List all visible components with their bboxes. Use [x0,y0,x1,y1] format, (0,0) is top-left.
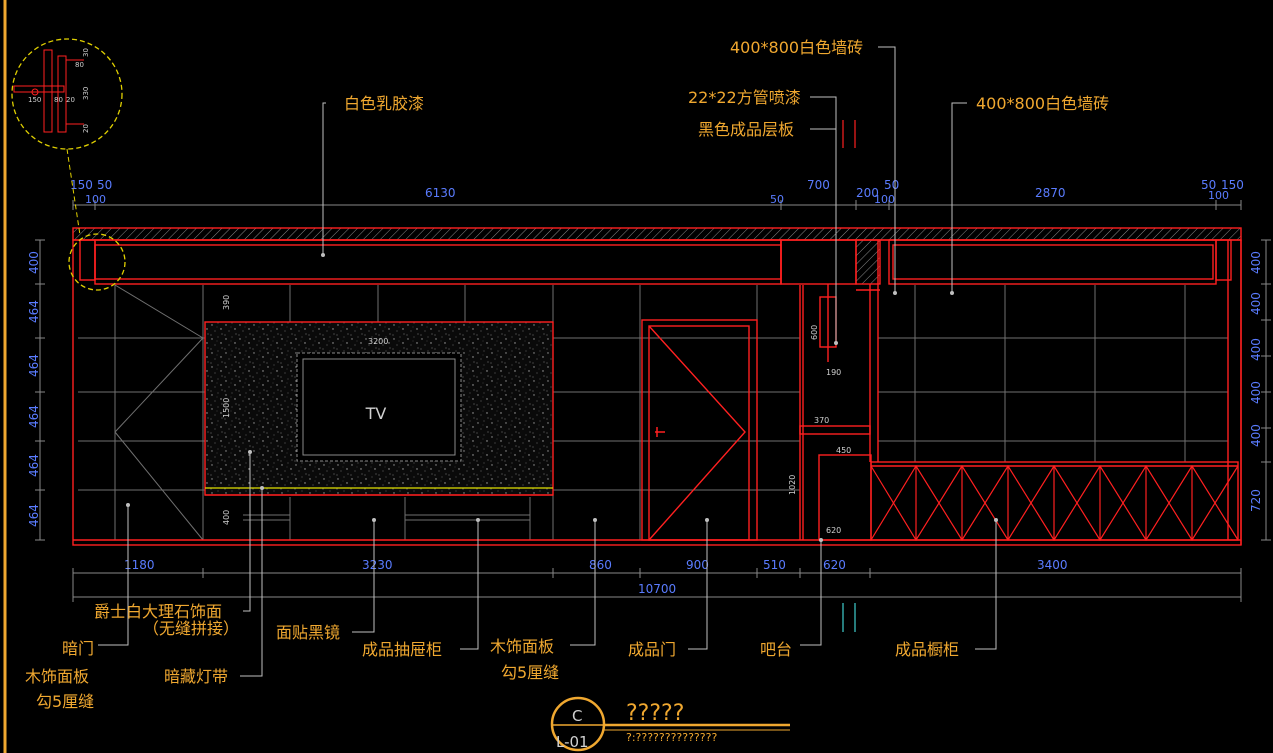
dim-620-inner: 620 [826,526,841,535]
dimension-lines [35,200,1271,602]
dim-3230: 3230 [362,558,393,572]
title-sheet: L-01 [556,733,589,751]
title-block: C L-01 ????? ?:?????????????? [550,696,790,752]
label-finished-door: 成品门 [628,640,676,659]
label-wood-panel-left: 木饰面板 [25,667,89,686]
dim-100c: 100 [1208,189,1229,202]
right-dim: 400 [1249,381,1263,404]
door-handle [655,427,665,437]
dim-1500: 1500 [222,398,231,418]
label-square-tube: 22*22方管喷漆 [688,88,801,107]
left-dim: 400 [27,251,41,274]
title-name: ????? [626,701,684,726]
dim-370: 370 [814,416,829,425]
label-wood-panel: 木饰面板 [490,637,554,656]
dim-450: 450 [836,446,851,455]
label-marble: 爵士白大理石饰面 [94,602,222,621]
detail-dim: 330 [82,87,90,100]
dim-6130: 6130 [425,186,456,200]
material-labels: 400*800白色墙砖 400*800白色墙砖 白色乳胶漆 22*22方管喷漆 … [25,38,1109,711]
tv-label: TV [365,404,387,423]
detail-dim: 30 [82,48,90,57]
dim-100b: 100 [874,193,895,206]
title-letter: C [572,707,582,725]
dim-190: 190 [826,368,841,377]
detail-dim: 20 [66,96,75,104]
dim-900: 900 [686,558,709,572]
label-groove-left: 勾5厘缝 [36,692,94,711]
detail-dim: 20 [82,124,90,133]
structure-outline [72,227,1242,546]
left-dim: 464 [27,504,41,527]
label-black-shelf: 黑色成品层板 [698,120,794,139]
dim-50a: 50 [97,178,112,192]
dim-1180: 1180 [124,558,155,572]
label-mirror: 面贴黑镜 [276,623,340,642]
detail-dim: 80 [75,61,84,69]
label-latex-paint: 白色乳胶漆 [344,94,424,113]
label-tile-right: 400*800白色墙砖 [976,94,1109,113]
left-dim: 464 [27,454,41,477]
right-dim: 400 [1249,251,1263,274]
label-led-strip: 暗藏灯带 [164,667,228,686]
dim-3200: 3200 [368,337,388,346]
inner-dimensions: 3200 390 1500 400 600 190 370 450 1020 6… [222,295,851,535]
dim-3400: 3400 [1037,558,1068,572]
label-bar: 吧台 [760,640,792,659]
dim-1020: 1020 [788,475,797,495]
finished-door [641,319,758,541]
right-dimensions: 400 400 400 400 400 720 [1249,251,1263,512]
dim-100a: 100 [85,193,106,206]
dim-390: 390 [222,295,231,310]
label-marble-note: （无缝拼接） [143,619,239,638]
label-cabinet: 成品橱柜 [895,640,959,659]
left-dim: 464 [27,300,41,323]
label-drawer-cabinet: 成品抽屉柜 [362,640,442,659]
right-dim: 400 [1249,424,1263,447]
dim-50b: 50 [770,193,784,206]
dim-510: 510 [763,558,786,572]
left-dimensions: 400 464 464 464 464 464 [27,251,41,527]
title-scale: ?:?????????????? [626,731,717,744]
left-dim: 464 [27,354,41,377]
dim-150: 150 [70,178,93,192]
label-tile-top: 400*800白色墙砖 [730,38,863,57]
bottom-dimensions: 1180 3230 860 900 510 620 3400 10700 [124,558,1068,596]
right-dim: 400 [1249,292,1263,315]
label-groove: 勾5厘缝 [501,663,559,682]
dim-50d: 50 [1201,178,1216,192]
dim-200: 200 [856,186,879,200]
detail-dim: 150 [28,96,41,104]
dim-150b: 150 [1221,178,1244,192]
detail-dim: 80 [54,96,63,104]
dim-400: 400 [222,510,231,525]
dim-620: 620 [823,558,846,572]
cabinet-doors [870,464,1239,542]
tv-outline [296,352,462,462]
dim-2870: 2870 [1035,186,1066,200]
leader-lines [98,46,997,677]
right-dim: 720 [1249,489,1263,512]
top-dimensions: 150 50 100 6130 50 700 200 50 100 2870 5… [70,178,1244,206]
leader-dots [126,253,998,542]
dim-700: 700 [807,178,830,192]
dim-860: 860 [589,558,612,572]
label-hidden-door: 暗门 [62,639,94,658]
right-dim: 400 [1249,338,1263,361]
dim-50c: 50 [884,178,899,192]
detail-callout: 150 80 20 80 30 330 20 [11,38,126,291]
left-dim: 464 [27,405,41,428]
break-marks [842,120,856,632]
dim-total: 10700 [638,582,676,596]
dim-600: 600 [810,325,819,340]
